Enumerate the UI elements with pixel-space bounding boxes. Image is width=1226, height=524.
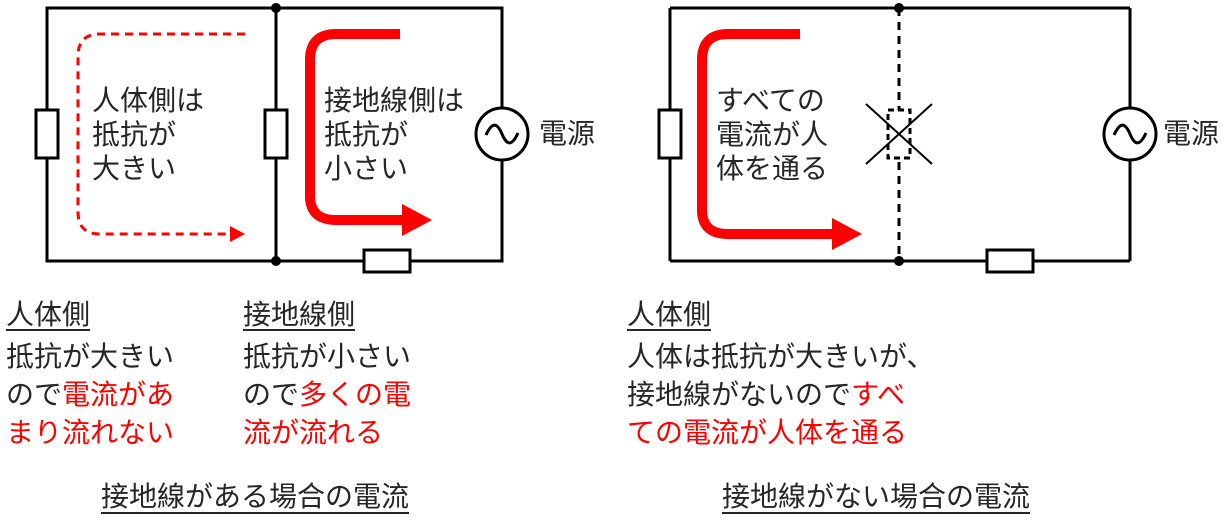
left-human-inner-label-2: 抵抗が <box>92 118 177 151</box>
right-desc-line-2-red: すべ <box>851 378 906 411</box>
left-source-label: 電源 <box>539 117 596 150</box>
left-human-inner-label-1: 人体側は <box>92 84 205 117</box>
right-current-path <box>697 29 836 239</box>
left-ac-source <box>474 106 530 162</box>
right-inner-label-1: すべての <box>716 84 825 117</box>
right-source-label: 電源 <box>1163 117 1220 150</box>
right-cross-mark-icon <box>865 103 933 165</box>
left-ground-desc-line-2-red: 多くの電 <box>299 378 412 411</box>
left-ground-current-path <box>305 29 406 225</box>
left-line-resistor <box>362 248 412 274</box>
right-line-resistor <box>985 248 1035 274</box>
right-desc-line-2-black: 接地線がないので <box>627 378 852 411</box>
left-human-current-arrowhead <box>230 226 245 242</box>
right-human-heading: 人体側 <box>627 298 712 331</box>
left-ground-heading: 接地線側 <box>243 298 356 331</box>
left-ground-desc-line-3: 流が流れる <box>243 416 384 449</box>
right-desc-line-2: 接地線がないのですべ <box>627 378 905 412</box>
right-junction-top <box>894 3 904 13</box>
right-inner-label-3: 体を通る <box>716 152 829 185</box>
left-ground-inner-label-2: 抵抗が <box>324 118 409 151</box>
left-caption: 接地線がある場合の電流 <box>101 480 410 513</box>
left-ground-desc-line-2-black: ので <box>243 378 300 411</box>
left-human-desc-line-2: ので電流があ <box>6 378 174 412</box>
right-desc-line-3: ての電流が人体を通る <box>627 416 908 449</box>
right-junction-bottom <box>894 256 904 266</box>
right-desc-line-1: 人体は抵抗が大きいが、 <box>627 340 935 373</box>
right-inner-label-2: 電流が人 <box>716 118 829 151</box>
right-human-resistor <box>657 108 683 160</box>
left-human-resistor <box>34 108 60 160</box>
left-ground-resistor <box>263 108 289 160</box>
left-human-desc-line-3: まり流れない <box>6 416 175 449</box>
left-human-desc-line-2-red: 電流があ <box>62 378 175 411</box>
left-human-current-path <box>76 32 245 236</box>
right-current-arrowhead <box>832 218 862 250</box>
left-human-desc-line-1: 抵抗が大きい <box>6 340 175 373</box>
left-ground-inner-label-1: 接地線側は <box>324 84 465 117</box>
left-ground-desc-line-1: 抵抗が小さい <box>243 340 412 373</box>
right-ac-source <box>1102 106 1158 162</box>
left-human-desc-line-2-black: ので <box>6 378 63 411</box>
left-junction-top <box>271 3 281 13</box>
left-human-heading: 人体側 <box>6 298 91 331</box>
left-human-inner-label-3: 大きい <box>92 152 177 185</box>
left-junction-bottom <box>271 256 281 266</box>
right-caption: 接地線がない場合の電流 <box>722 480 1031 513</box>
left-ground-inner-label-3: 小さい <box>324 152 409 185</box>
left-ground-current-arrowhead <box>402 204 432 236</box>
left-ground-desc-line-2: ので多くの電 <box>243 378 411 412</box>
